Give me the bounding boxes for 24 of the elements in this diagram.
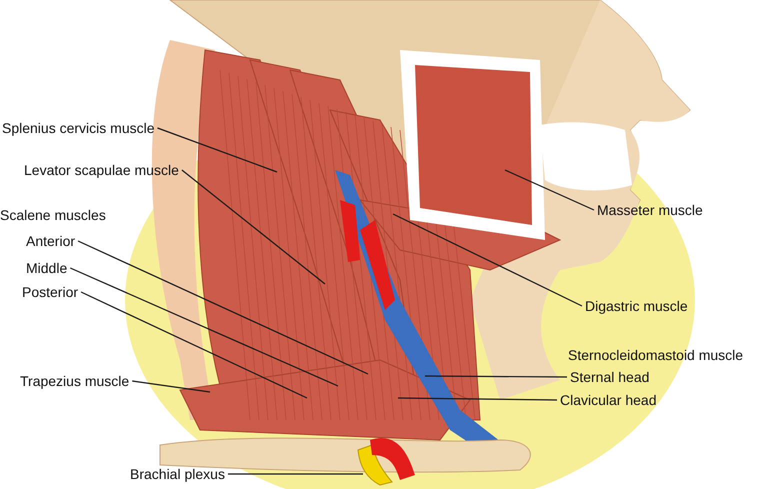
leader-line <box>392 213 582 307</box>
leader-line <box>182 170 326 284</box>
structure-label: Posterior <box>22 284 78 300</box>
group-label: Sternocleidomastoid muscle <box>568 347 744 363</box>
leader-line <box>80 291 308 399</box>
leader-line <box>228 473 363 475</box>
leader-line <box>70 267 338 387</box>
structure-label: Trapezius muscle <box>20 373 130 389</box>
group-label: Scalene muscles <box>0 207 106 223</box>
structure-label: Middle <box>26 260 68 276</box>
leader-line <box>425 375 567 378</box>
structure-label: Masseter muscle <box>597 202 703 218</box>
leader-line <box>157 127 278 173</box>
structure-label: Levator scapulae muscle <box>24 162 179 178</box>
leader-line <box>504 169 594 211</box>
structure-label: Clavicular head <box>560 392 656 408</box>
structure-label: Sternal head <box>570 369 650 385</box>
leader-line <box>398 397 557 401</box>
leader-line <box>78 240 368 375</box>
structure-label: Digastric muscle <box>585 298 688 314</box>
structure-label: Splenius cervicis muscle <box>2 120 154 136</box>
structure-label: Brachial plexus <box>130 466 225 482</box>
structure-label: Anterior <box>26 233 76 249</box>
leader-line <box>132 380 210 393</box>
